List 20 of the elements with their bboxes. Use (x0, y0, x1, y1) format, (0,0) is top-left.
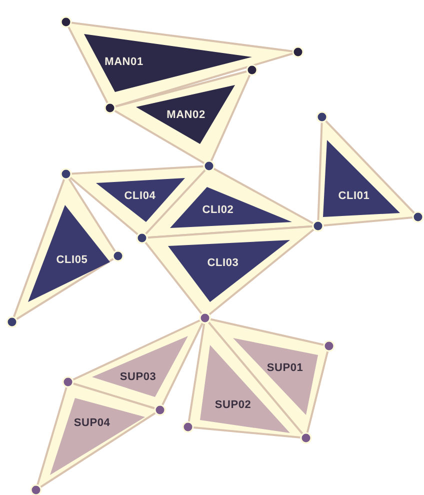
triangle-node (170, 187, 292, 228)
triangle-node (323, 140, 400, 217)
node-label: SUP01 (266, 362, 304, 374)
triangle-node (136, 85, 235, 144)
node-label: CLI04 (124, 190, 156, 202)
triangle-node (28, 205, 110, 302)
node-label: MAN01 (104, 56, 144, 68)
triangle-node (50, 398, 145, 475)
triangle-node (96, 178, 185, 222)
node-label: SUP03 (120, 371, 156, 383)
node-label: CLI03 (207, 257, 239, 269)
triangle-node (84, 34, 252, 92)
node-label: MAN02 (166, 109, 206, 121)
triangle-node (168, 240, 290, 302)
node-label: SUP02 (214, 399, 252, 411)
node-label: SUP04 (74, 417, 110, 429)
node-label: CLI05 (56, 254, 88, 266)
node-label: CLI02 (202, 204, 234, 216)
node-label: CLI01 (338, 190, 370, 202)
triangle-node (92, 336, 188, 397)
